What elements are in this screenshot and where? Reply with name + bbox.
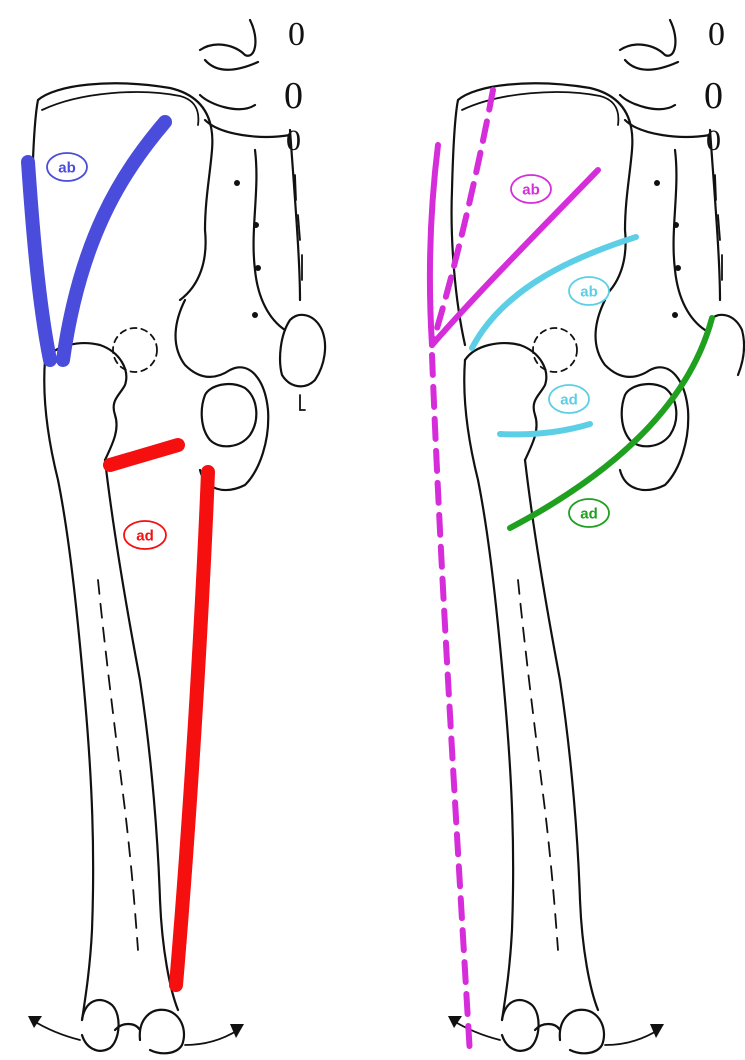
right-abductor-upper-badge: ab: [511, 175, 551, 203]
right-ilium-outline: [452, 83, 633, 345]
left-coccyx-tip: [300, 395, 305, 410]
left-rotation-arrow-left: [32, 1020, 80, 1040]
left-femur-shaft-lateral: [44, 360, 93, 1020]
right-adductor-upper-label: ad: [560, 392, 578, 409]
left-rotation-arrowhead-right: [230, 1024, 244, 1038]
right-abductor-upper-label: ab: [522, 182, 540, 199]
right-obturator-foramen: [622, 384, 677, 446]
right-acetabulum: [533, 328, 577, 372]
left-foramen-3: [255, 265, 261, 271]
right-foramen-1: [654, 180, 660, 186]
right-abductor-dashed-line: [432, 90, 493, 345]
left-adductor-badge: ad: [124, 521, 166, 549]
left-ilium-outline: [32, 83, 213, 345]
right-adductor-green-line: [510, 318, 712, 528]
right-rotation-arrow-right: [605, 1030, 658, 1045]
left-acetabulum: [113, 328, 157, 372]
left-rotation-arrow-right: [185, 1030, 238, 1045]
right-adductor-lower-badge: ad: [569, 499, 609, 527]
right-muscles: ab ab ad ad: [430, 90, 712, 1055]
right-coccyx: [710, 315, 744, 375]
left-abductor-badge: ab: [47, 153, 87, 181]
left-adductor-short-line: [110, 445, 178, 465]
right-iliotibial-dashed-line: [432, 355, 470, 1055]
right-rotation-arrowhead-left: [448, 1016, 462, 1028]
right-vertebra-3: 0: [706, 124, 721, 157]
right-femur-head-neck: [465, 343, 546, 460]
right-foramen-2: [673, 222, 679, 228]
left-abductor-lateral-line: [28, 162, 50, 360]
left-vertebra-3: 0: [286, 124, 301, 157]
left-foramen-1: [234, 180, 240, 186]
right-rotation-arrowhead-right: [650, 1024, 664, 1038]
right-abductor-lower-badge: ab: [569, 277, 609, 305]
right-abductor-lateral-line: [430, 145, 438, 345]
left-foramen-4: [252, 312, 258, 318]
left-obturator-foramen: [202, 384, 257, 446]
left-foramen-2: [253, 222, 259, 228]
right-vertebra-2: 0: [704, 75, 723, 117]
right-adductor-upper-badge: ad: [549, 385, 589, 413]
right-femur-shaft-lateral: [464, 360, 513, 1020]
right-abductor-cyan-line: [472, 237, 636, 348]
right-femur-condyles: [502, 1000, 604, 1053]
right-vertebra-1: 0: [708, 16, 725, 53]
right-foramen-3: [675, 265, 681, 271]
left-vertebra-1: 0: [288, 16, 305, 53]
left-ischium-outline: [176, 300, 269, 490]
left-coccyx: [280, 315, 325, 387]
left-femur-condyles: [82, 1000, 184, 1053]
right-foramen-4: [672, 312, 678, 318]
right-adductor-cyan-line: [500, 424, 590, 434]
right-rotation-arrow-left: [452, 1020, 500, 1040]
left-adductor-long-line: [176, 472, 208, 985]
right-abductor-lower-label: ab: [580, 284, 598, 301]
left-vertebra-2: 0: [284, 75, 303, 117]
left-iliac-crest-line: [42, 92, 198, 125]
left-rotation-arrowhead-left: [28, 1016, 42, 1028]
right-adductor-lower-label: ad: [580, 506, 598, 523]
left-sacrum-outline: [200, 20, 300, 330]
left-abductor-label: ab: [58, 160, 76, 177]
right-sacrum-outline: [620, 20, 720, 330]
left-adductor-label: ad: [136, 528, 154, 545]
